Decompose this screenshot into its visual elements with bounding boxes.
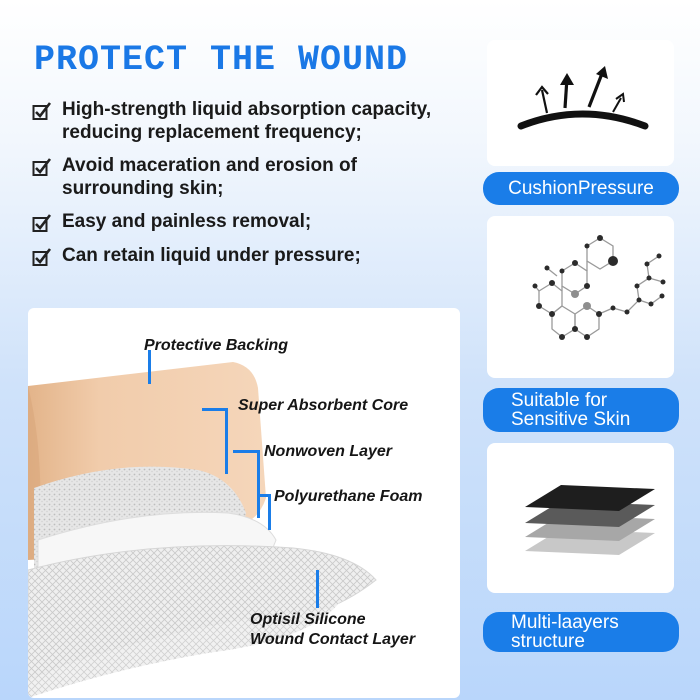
bullet-text: Can retain liquid under pressure; [62, 245, 361, 266]
molecule-icon [532, 235, 666, 340]
checkbox-checked-icon [32, 102, 52, 120]
label-polyurethane-foam: Polyurethane Foam [274, 488, 423, 505]
label-nonwoven-layer: Nonwoven Layer [264, 443, 393, 460]
list-item: Can retain liquid under pressure; [32, 244, 472, 268]
sensitive-skin-tile [487, 216, 674, 378]
bullet-text: Easy and painless removal; [62, 211, 312, 232]
benefit-list: High-strength liquid absorption capacity… [32, 98, 472, 278]
feature-label-multi-layers: Multi-laayers structure [483, 612, 679, 652]
layers-icon [525, 485, 655, 555]
dressing-diagram: Protective Backing Super Absorbent Core … [28, 308, 460, 698]
checkbox-checked-icon [32, 248, 52, 266]
list-item: High-strength liquid absorption capacity… [32, 98, 472, 144]
feature-label-cushion-pressure: CushionPressure [483, 172, 679, 205]
bullet-text: High-strength liquid absorption capacity… [62, 99, 432, 143]
cushion-pressure-tile [487, 40, 674, 166]
page-title: PROTECT THE WOUND [34, 40, 409, 80]
label-super-absorbent-core: Super Absorbent Core [238, 397, 409, 414]
checkbox-checked-icon [32, 214, 52, 232]
list-item: Easy and painless removal; [32, 210, 472, 234]
multi-layer-tile [487, 443, 674, 593]
label-protective-backing: Protective Backing [144, 337, 289, 354]
checkbox-checked-icon [32, 158, 52, 176]
cushion-pressure-icon [517, 66, 649, 130]
feature-label-sensitive-skin: Suitable for Sensitive Skin [483, 388, 679, 432]
dressing-layers-illustration [28, 350, 377, 698]
